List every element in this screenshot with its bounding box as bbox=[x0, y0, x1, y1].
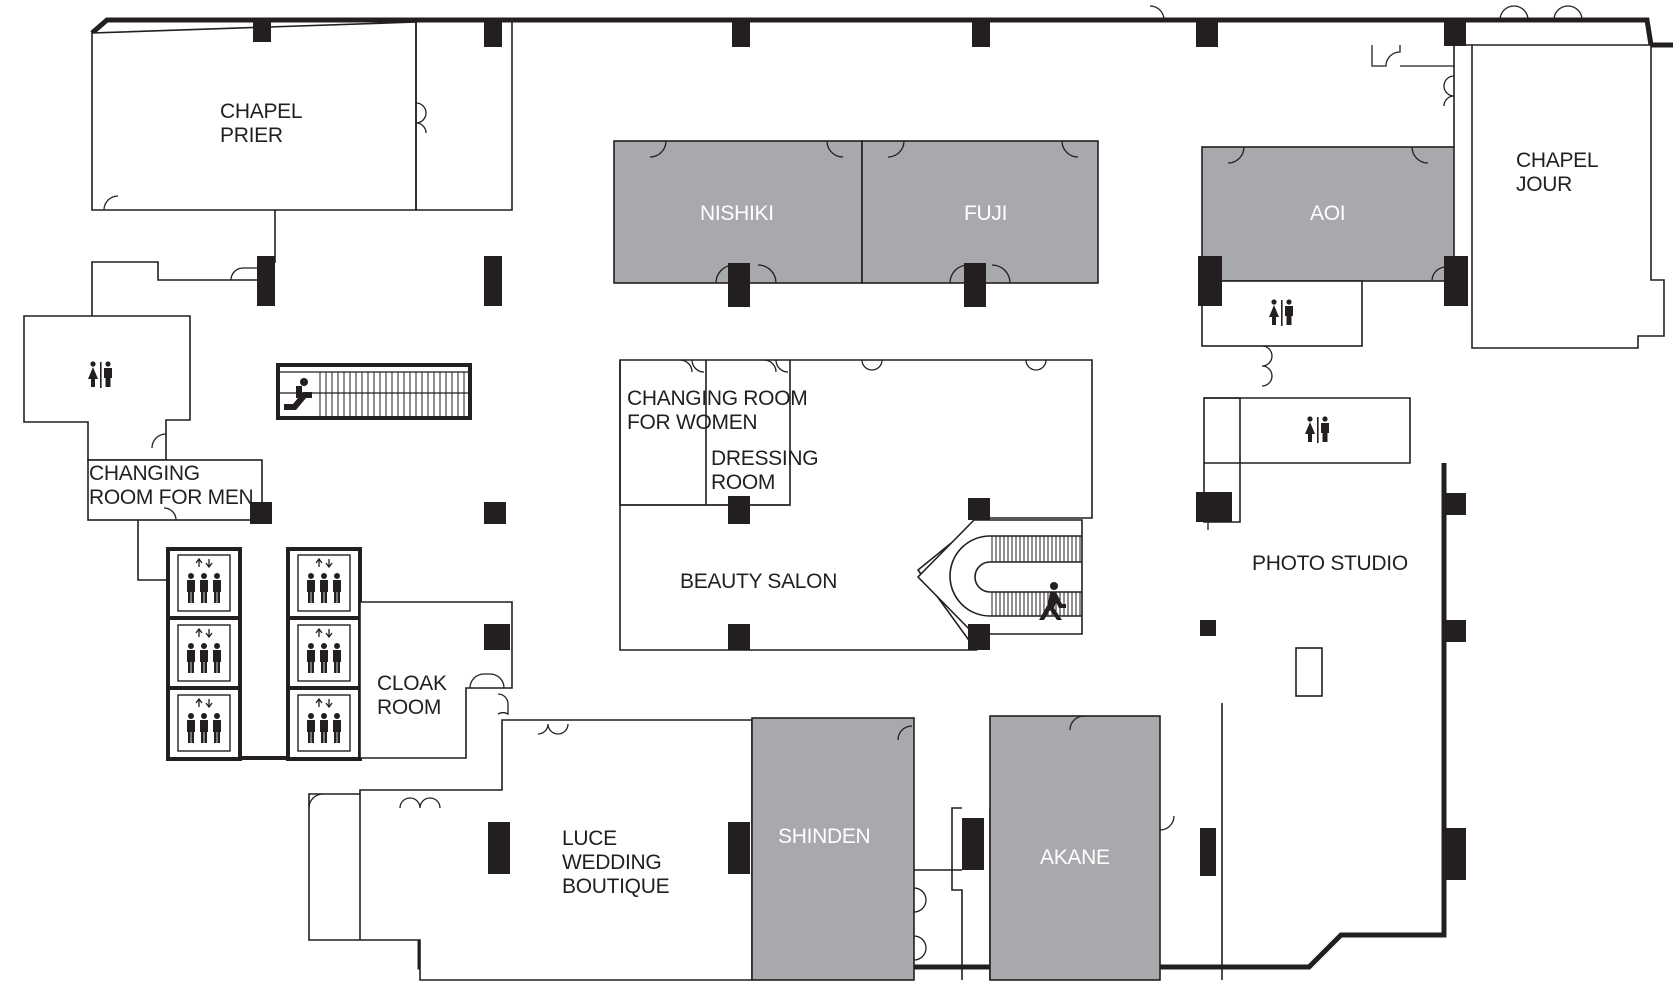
room-label-photo-studio: PHOTO STUDIO bbox=[1252, 552, 1408, 575]
restroom-icon bbox=[1305, 416, 1329, 443]
structural-column bbox=[1444, 828, 1466, 880]
restroom-icon bbox=[88, 361, 112, 388]
room-chapel-jour[interactable]: CHAPEL JOUR bbox=[1149, 5, 1665, 349]
elevator-bank bbox=[166, 547, 362, 761]
structural-column bbox=[484, 20, 502, 47]
room-label-chapel-prier-2: PRIER bbox=[220, 124, 283, 147]
room-label-luce-1: LUCE bbox=[562, 827, 617, 850]
svg-text:WEDDING: WEDDING bbox=[562, 851, 661, 874]
room-label-luce-3: BOUTIQUE bbox=[562, 875, 670, 898]
svg-text:CHAPEL: CHAPEL bbox=[1516, 149, 1598, 172]
room-label-dressing-1: DRESSING bbox=[711, 447, 818, 470]
svg-text:FOR WOMEN: FOR WOMEN bbox=[627, 411, 757, 434]
room-chapel-prier[interactable]: CHAPEL PRIER bbox=[91, 21, 513, 211]
room-label-changing-men-1: CHANGING bbox=[89, 462, 200, 485]
room-dressing[interactable]: DRESSING ROOM bbox=[711, 447, 819, 494]
exterior-wall bbox=[90, 17, 1673, 48]
room-luce-wedding-boutique[interactable]: LUCE WEDDING BOUTIQUE bbox=[308, 719, 753, 981]
restroom-icon bbox=[1269, 299, 1293, 326]
restroom-photo-studio[interactable] bbox=[1203, 397, 1411, 464]
elevator-icon[interactable] bbox=[177, 554, 231, 612]
room-beauty-salon[interactable]: BEAUTY SALON bbox=[619, 359, 1093, 651]
structural-column bbox=[968, 498, 990, 520]
room-label-changing-men-2: ROOM FOR MEN bbox=[89, 486, 253, 509]
room-label-beauty-salon: BEAUTY SALON bbox=[680, 570, 837, 593]
room-nishiki[interactable]: NISHIKI bbox=[613, 140, 863, 284]
structural-column bbox=[257, 256, 275, 306]
structural-column bbox=[962, 818, 984, 870]
svg-text:ROOM: ROOM bbox=[711, 471, 775, 494]
svg-text:BOUTIQUE: BOUTIQUE bbox=[562, 875, 670, 898]
structural-column bbox=[1196, 492, 1232, 522]
room-photo-studio[interactable]: PHOTO STUDIO bbox=[1203, 463, 1408, 980]
room-label-fuji: FUJI bbox=[964, 202, 1007, 225]
structural-column bbox=[732, 20, 750, 47]
room-cloak[interactable]: CLOAK ROOM bbox=[359, 601, 513, 759]
room-label-chapel-prier-1: CHAPEL bbox=[220, 100, 302, 123]
escalator-icon bbox=[284, 378, 312, 410]
room-label-chapel-jour-1: CHAPEL bbox=[1516, 149, 1598, 172]
elevator-icon[interactable] bbox=[297, 624, 351, 682]
structural-column bbox=[253, 20, 271, 42]
structural-column bbox=[1200, 620, 1216, 636]
room-label-nishiki: NISHIKI bbox=[700, 202, 774, 225]
room-label-akane: AKANE bbox=[1040, 846, 1110, 869]
room-label-shinden: SHINDEN bbox=[778, 825, 870, 848]
restroom-west[interactable] bbox=[23, 210, 276, 461]
room-changing-men[interactable]: CHANGING ROOM FOR MEN bbox=[87, 459, 263, 581]
svg-text:LUCE: LUCE bbox=[562, 827, 617, 850]
elevator-icon[interactable] bbox=[177, 624, 231, 682]
svg-text:JOUR: JOUR bbox=[1516, 173, 1572, 196]
structural-column bbox=[250, 502, 272, 524]
svg-text:PRIER: PRIER bbox=[220, 124, 283, 147]
room-label-aoi: AOI bbox=[1310, 202, 1345, 225]
room-label-chapel-jour-2: JOUR bbox=[1516, 173, 1572, 196]
restroom-aoi[interactable] bbox=[1201, 280, 1363, 387]
structural-column bbox=[488, 822, 510, 874]
svg-text:CHANGING ROOM: CHANGING ROOM bbox=[627, 387, 807, 410]
structural-column bbox=[968, 624, 990, 650]
svg-text:CHAPEL: CHAPEL bbox=[220, 100, 302, 123]
structural-column bbox=[1444, 20, 1466, 46]
room-akane[interactable]: AKANE bbox=[989, 715, 1175, 981]
room-label-changing-women-2: FOR WOMEN bbox=[627, 411, 757, 434]
structural-column bbox=[728, 624, 750, 650]
room-fuji[interactable]: FUJI bbox=[861, 140, 1099, 284]
elevator-icon[interactable] bbox=[297, 694, 351, 752]
room-label-dressing-2: ROOM bbox=[711, 471, 775, 494]
structural-column bbox=[964, 263, 986, 307]
svg-text:CLOAK: CLOAK bbox=[377, 672, 447, 695]
structural-column bbox=[1444, 493, 1466, 515]
room-label-changing-women-1: CHANGING ROOM bbox=[627, 387, 807, 410]
structural-column bbox=[1444, 256, 1468, 306]
structural-column bbox=[1444, 620, 1466, 642]
svg-text:ROOM: ROOM bbox=[377, 696, 441, 719]
room-label-luce-2: WEDDING bbox=[562, 851, 661, 874]
escalator[interactable] bbox=[276, 363, 472, 420]
structural-column bbox=[728, 822, 750, 874]
structural-column bbox=[728, 263, 750, 307]
structural-column bbox=[484, 256, 502, 306]
structural-column bbox=[1200, 828, 1216, 876]
structural-column bbox=[1196, 20, 1218, 47]
structural-column bbox=[728, 496, 750, 524]
room-label-cloak-2: ROOM bbox=[377, 696, 441, 719]
structural-column bbox=[484, 624, 510, 650]
room-aoi[interactable]: AOI bbox=[1201, 146, 1455, 282]
structural-column bbox=[1198, 256, 1222, 306]
elevator-icon[interactable] bbox=[297, 554, 351, 612]
structural-column bbox=[972, 20, 990, 47]
staircase[interactable] bbox=[916, 519, 1083, 635]
room-changing-women[interactable]: CHANGING ROOM FOR WOMEN bbox=[619, 360, 808, 506]
svg-text:CHANGING: CHANGING bbox=[89, 462, 200, 485]
structural-column bbox=[484, 502, 506, 524]
room-label-cloak-1: CLOAK bbox=[377, 672, 447, 695]
room-shinden[interactable]: SHINDEN bbox=[751, 717, 927, 981]
svg-text:DRESSING: DRESSING bbox=[711, 447, 818, 470]
svg-text:ROOM FOR MEN: ROOM FOR MEN bbox=[89, 486, 253, 509]
elevator-icon[interactable] bbox=[177, 694, 231, 752]
stairs-walker-icon bbox=[1039, 582, 1066, 620]
structural-columns bbox=[250, 20, 1468, 880]
